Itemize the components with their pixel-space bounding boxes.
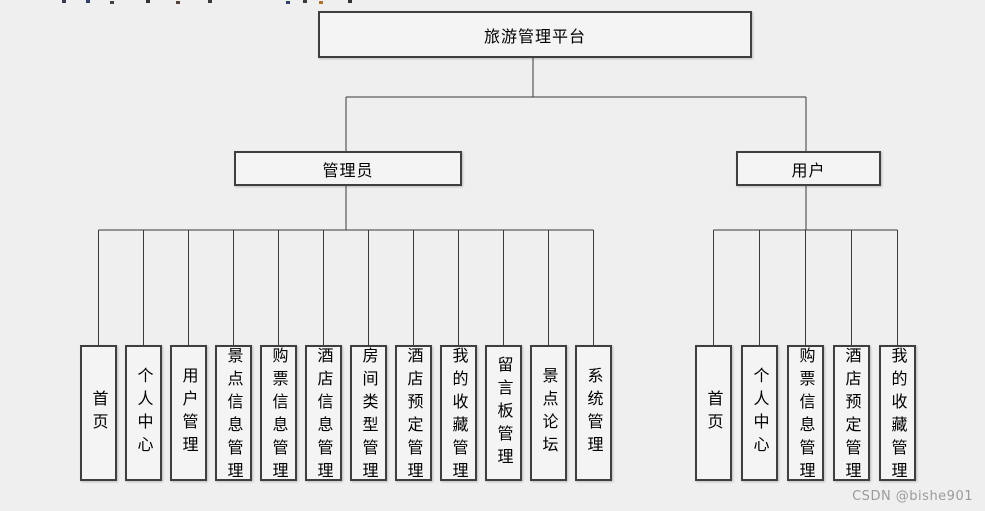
leaf-hotel-info-management: 酒店信息管理: [305, 345, 342, 485]
csdn-watermark: CSDN @bishe901: [852, 489, 973, 504]
leaf-hotel-booking-management: 酒店预定管理: [395, 345, 432, 485]
branch-node-admin: 管理员: [234, 151, 462, 186]
clipped-heading-fragments: [62, 0, 66, 3]
admin-leaf-row: 首页 个人中心 用户管理 景点信息管理 购票信息管理 酒店信息管理 房间类型管理…: [80, 345, 612, 485]
user-leaf-row: 首页 个人中心 购票信息管理 酒店预定管理 我的收藏管理: [695, 345, 916, 485]
leaf-ticket-info-management: 购票信息管理: [260, 345, 297, 485]
user-leaf-home: 首页: [695, 345, 732, 481]
leaf-room-type-management: 房间类型管理: [350, 345, 387, 485]
user-leaf-ticket-info-management: 购票信息管理: [787, 345, 824, 485]
user-leaf-hotel-booking-management: 酒店预定管理: [833, 345, 870, 485]
leaf-scenic-forum: 景点论坛: [530, 345, 567, 481]
leaf-scenic-info-management: 景点信息管理: [215, 345, 252, 485]
branch-node-user: 用户: [736, 151, 881, 186]
leaf-personal-center: 个人中心: [125, 345, 162, 481]
leaf-home: 首页: [80, 345, 117, 481]
user-leaf-my-favorites-management: 我的收藏管理: [879, 345, 916, 485]
root-node-platform: 旅游管理平台: [318, 11, 752, 58]
leaf-my-favorites-management: 我的收藏管理: [440, 345, 477, 485]
leaf-user-management: 用户管理: [170, 345, 207, 481]
user-leaf-personal-center: 个人中心: [741, 345, 778, 481]
leaf-system-management: 系统管理: [575, 345, 612, 481]
leaf-message-board-management: 留言板管理: [485, 345, 522, 481]
